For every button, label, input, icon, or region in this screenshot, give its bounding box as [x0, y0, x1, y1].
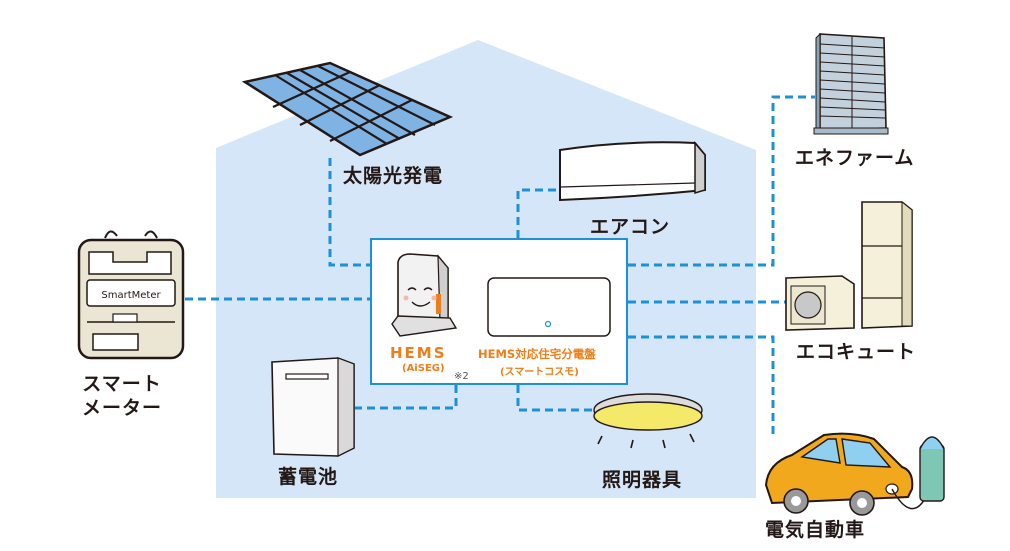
smart-meter-label-line2: メーター — [82, 397, 163, 419]
hems-sub: (AiSEG) — [402, 363, 445, 374]
solar-panel-icon — [241, 61, 454, 157]
electric-car-icon — [764, 432, 945, 516]
battery-icon — [271, 357, 355, 457]
smart-meter-icon: SmartMeter — [77, 230, 185, 360]
smart-meter-label: スマート メーター — [82, 372, 162, 420]
line-enefarm — [628, 95, 815, 267]
panel-name: HEMS対応住宅分電盤 — [478, 347, 596, 361]
heat-pump-water-heater-icon — [785, 200, 913, 331]
battery-label: 蓄電池 — [278, 466, 339, 488]
hems-name: HEMS — [390, 344, 447, 362]
line-battery — [355, 385, 458, 410]
lighting-label: 照明器具 — [602, 469, 683, 491]
hems-note: ※2 — [454, 371, 469, 382]
hems-aiseg-icon — [391, 253, 458, 337]
panel-sub: (スマートコスモ) — [500, 367, 579, 378]
aircon-label: エアコン — [590, 216, 671, 238]
enefarm-label: エネファーム — [795, 147, 915, 169]
ceiling-light-icon — [593, 393, 703, 449]
ecocute-label: エコキュート — [796, 341, 917, 363]
fuel-cell-icon — [813, 32, 889, 135]
line-solar — [328, 158, 372, 267]
line-aircon — [516, 188, 558, 238]
solar-label: 太陽光発電 — [343, 165, 444, 187]
air-conditioner-icon — [559, 140, 706, 202]
line-lighting — [516, 385, 595, 412]
ev-label: 電気自動車 — [765, 519, 866, 541]
smart-meter-label-line1: スマート — [82, 373, 162, 395]
hems-hub: HEMS (AiSEG) ※2 HEMS対応住宅分電盤 (スマートコスモ) — [370, 238, 628, 385]
distribution-panel-icon — [487, 277, 611, 337]
smart-meter-icon-text: SmartMeter — [101, 290, 161, 301]
line-ev — [628, 335, 775, 435]
